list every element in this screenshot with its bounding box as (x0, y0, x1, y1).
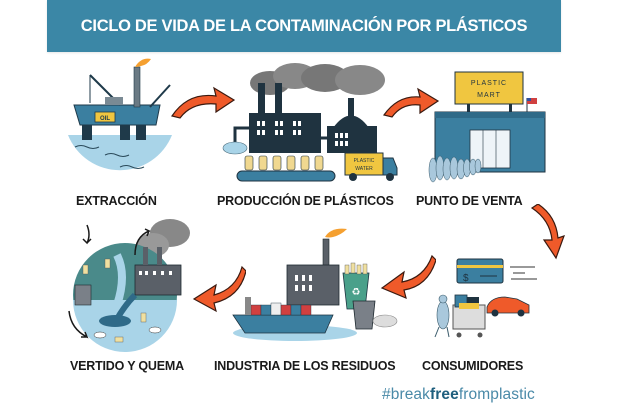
title-banner: CICLO DE VIDA DE LA CONTAMINACIÓN POR PL… (47, 0, 561, 52)
shopping-cart-icon: $ (434, 258, 537, 338)
stage-vertido-quema (65, 215, 195, 355)
arrow-left-icon (192, 265, 246, 313)
store-icon: PLASTIC MART (428, 71, 546, 183)
svg-text:OIL: OIL (100, 116, 110, 122)
hashtag-bold: free (430, 386, 459, 403)
stage-consumidores: $ (425, 255, 545, 355)
stage-label-consumidores: CONSUMIDORES (422, 359, 524, 373)
arrow-right-icon (171, 86, 236, 119)
stage-industria-residuos: ♻ (225, 225, 400, 350)
svg-text:♻: ♻ (352, 287, 361, 298)
oil-rig-icon: OIL (68, 58, 172, 171)
svg-text:MART: MART (477, 92, 501, 99)
campaign-hashtag: #breakfreefromplastic (382, 386, 535, 404)
svg-text:$: $ (463, 273, 469, 284)
stage-label-industria-residuos: INDUSTRIA DE LOS RESIDUOS (214, 359, 396, 373)
arrow-right-icon (383, 87, 440, 118)
polluted-earth-icon (68, 219, 190, 352)
stage-label-produccion: PRODUCCIÓN DE PLÁSTICOS (217, 194, 394, 208)
svg-text:PLASTIC: PLASTIC (354, 158, 375, 164)
page-title: CICLO DE VIDA DE LA CONTAMINACIÓN POR PL… (80, 16, 528, 35)
arrow-left-icon (380, 254, 436, 300)
stage-produccion: PLASTIC WATER (222, 58, 405, 188)
hashtag-prefix: #break (382, 386, 430, 403)
stage-label-extraccion: EXTRACCIÓN (76, 194, 157, 208)
hashtag-suffix: fromplastic (458, 386, 535, 403)
factory-icon: PLASTIC WATER (222, 63, 398, 182)
svg-text:WATER: WATER (355, 166, 373, 172)
svg-text:PLASTIC: PLASTIC (471, 80, 507, 87)
waste-industry-icon: ♻ (232, 228, 398, 341)
stage-punto-venta: PLASTIC MART (425, 70, 550, 185)
stage-label-punto-venta: PUNTO DE VENTA (416, 194, 523, 208)
stage-label-vertido-quema: VERTIDO Y QUEMA (70, 359, 184, 373)
arrow-down-icon (530, 204, 565, 260)
stage-extraccion: OIL (60, 55, 180, 185)
